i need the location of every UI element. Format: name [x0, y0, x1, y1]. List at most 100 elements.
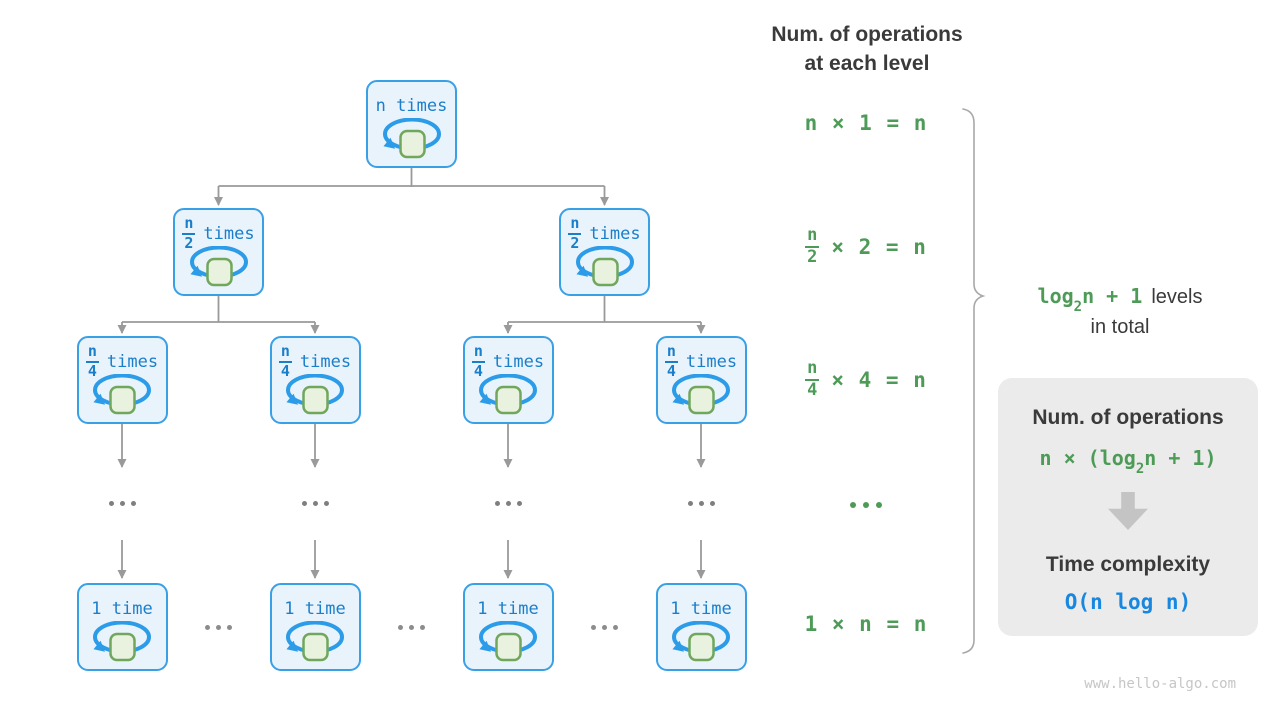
node-label-suffix: times: [492, 352, 545, 372]
down-arrow-icon: [1108, 492, 1148, 530]
column-ellipsis: [687, 500, 715, 506]
summary-ops-formula: n × (log2n + 1): [1039, 446, 1217, 478]
time-complexity-value: O(n log n): [1064, 590, 1192, 614]
loop-node-l4-3: 1 time: [462, 583, 554, 671]
brace: [962, 108, 986, 654]
levels-label-line2: in total: [1090, 316, 1150, 338]
dot: [119, 500, 125, 506]
watermark: www.hello-algo.com: [1084, 676, 1236, 692]
node-label-suffix: times: [299, 352, 352, 372]
dot: [698, 500, 704, 506]
loop-icon: [382, 118, 441, 159]
row-gap-ellipsis: [398, 624, 425, 630]
loop-icon: [672, 621, 730, 662]
row-gap-ellipsis: [205, 624, 232, 630]
dot: [602, 624, 607, 630]
summary-ops-title: Num. of operations: [1032, 406, 1224, 429]
dot: [591, 624, 596, 630]
row-gap-ellipsis: [591, 624, 618, 630]
dot: [312, 500, 318, 506]
column-header-line1: Num. of operations: [771, 23, 963, 46]
loop-icon: [189, 246, 248, 287]
ops-row-3-rest: × 4 = n: [831, 367, 927, 392]
loop-node-l4-1: 1 time: [76, 583, 168, 671]
dot: [301, 500, 307, 506]
ops-row-5: 1 × n = n: [804, 612, 928, 636]
dot: [323, 500, 329, 506]
dot: [613, 624, 618, 630]
dot: [130, 500, 136, 506]
loop-icon: [286, 374, 344, 415]
dot: [876, 502, 882, 508]
dot: [687, 500, 693, 506]
column-ellipsis: [494, 500, 522, 506]
node-label-suffix: times: [589, 224, 641, 244]
dot: [420, 624, 425, 630]
node-label-suffix: times: [106, 352, 159, 372]
ops-row-1: n × 1 = n: [804, 111, 928, 135]
loop-icon: [575, 246, 634, 287]
dot: [108, 500, 114, 506]
column-ellipsis: [301, 500, 329, 506]
summary-time-title: Time complexity: [1045, 553, 1211, 576]
loop-node-l4-4: 1 time: [655, 583, 747, 671]
loop-icon: [479, 374, 537, 415]
node-label-suffix: times: [203, 224, 255, 244]
loop-icon: [93, 374, 151, 415]
dot: [398, 624, 403, 630]
node-label: 1 time: [477, 599, 539, 619]
column-ellipsis: [108, 500, 136, 506]
dot: [850, 502, 856, 508]
column-header-line2: at each level: [804, 52, 930, 75]
dot: [205, 624, 210, 630]
ops-row-2-rest: × 2 = n: [831, 234, 927, 259]
node-label: 1 time: [670, 599, 732, 619]
dot: [494, 500, 500, 506]
dot: [216, 624, 221, 630]
dot: [505, 500, 511, 506]
loop-icon: [286, 621, 344, 662]
dot: [709, 500, 715, 506]
dot: [227, 624, 232, 630]
dot: [516, 500, 522, 506]
loop-node-l4-2: 1 time: [269, 583, 361, 671]
ops-ellipsis: [850, 502, 882, 508]
column-header: Num. of operations at each level: [756, 20, 978, 78]
levels-word: levels: [1151, 286, 1203, 308]
levels-label-line1: log2n + 1 levels: [1000, 281, 1240, 316]
node-label: 1 time: [91, 599, 153, 619]
dot: [409, 624, 414, 630]
loop-icon: [672, 374, 730, 415]
loop-icon: [93, 621, 151, 662]
log2n-plus-1: log2n + 1: [1037, 284, 1143, 316]
levels-label: log2n + 1 levels in total: [1000, 281, 1240, 342]
loop-node-l1-1: n times: [366, 80, 457, 168]
summary-box: Num. of operations n × (log2n + 1) Time …: [998, 378, 1258, 636]
dot: [863, 502, 869, 508]
loop-icon: [479, 621, 537, 662]
node-label: n times: [375, 96, 448, 116]
node-label-suffix: times: [685, 352, 738, 372]
node-label: 1 time: [284, 599, 346, 619]
